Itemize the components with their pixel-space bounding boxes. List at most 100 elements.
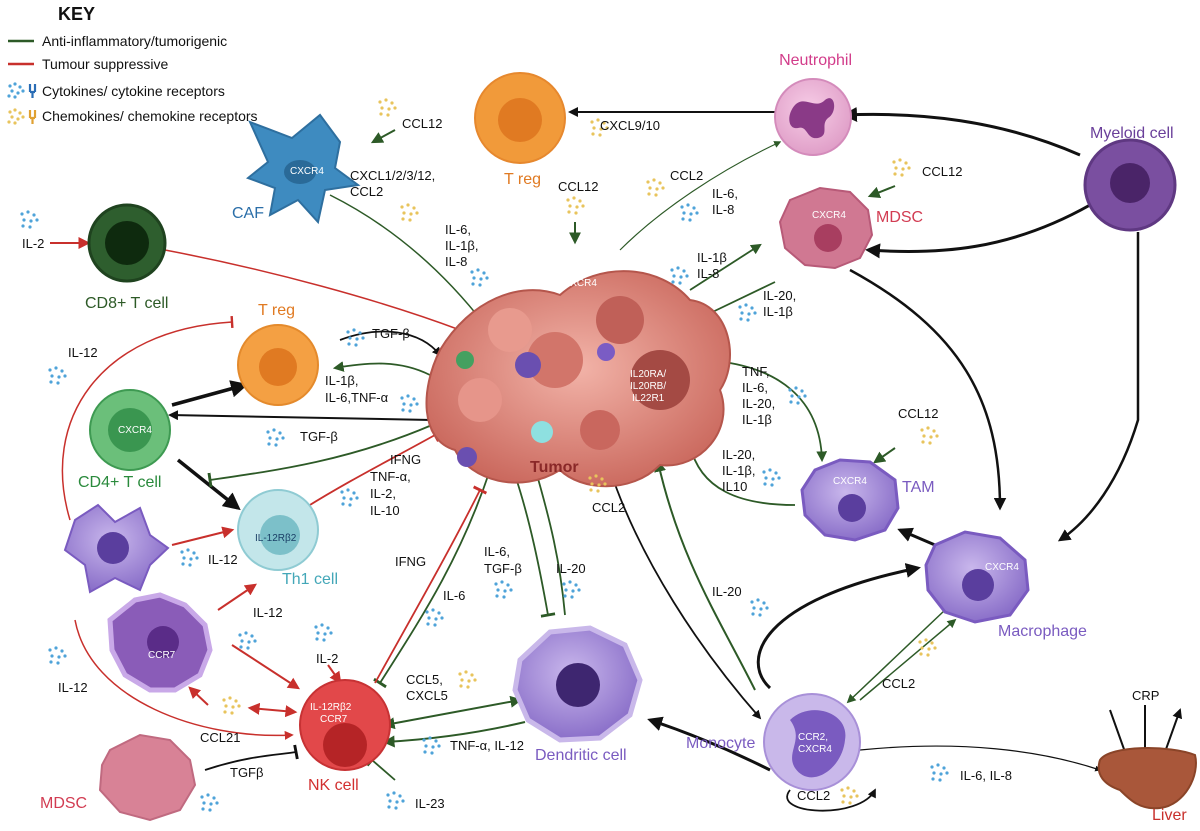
label-tnf-tam-4: IL-1β [742,412,772,427]
arrow-tumor-neutrophil [619,141,782,251]
label-il2-nk: IL-2 [316,651,338,666]
arrow-ccr7-nk [231,644,301,690]
cytokine-dots-icon [7,82,25,99]
label-il1b-treg-1: IL-1β, [325,373,359,388]
tumor-label: Tumor [530,459,579,476]
th1-cell [237,489,319,571]
label-il20-mono: IL-20 [712,584,742,599]
arrow-tumor-monocyte [609,469,762,720]
label-il12-th1: IL-12 [208,552,238,567]
label-il6-il8-liver: IL-6, IL-8 [960,768,1012,783]
label-ccl2-neut: CCL2 [670,168,703,183]
th1-label: Th1 cell [282,571,338,588]
label-ccl12-caf: CCL12 [402,116,442,131]
neutrophil-cell [774,78,852,156]
treg-left-cell [237,324,319,406]
arrow-monocyte-dendritic [647,716,771,772]
arrow-cd4-th1 [176,458,241,511]
liver-label: Liver [1152,807,1187,824]
key-item-cytokines: Cytokines/ cytokine receptors [42,83,225,99]
mdsc-right-label: MDSC [876,209,923,226]
label-il6-neut-2: IL-8 [712,202,734,217]
label-ccl5-2: CXCL5 [406,688,448,703]
cd4-receptor-label: CXCR4 [118,425,152,436]
chemokine-dots-icon [7,108,25,125]
arrow-treg-tumor-tgfb [339,330,442,357]
key-title: KEY [58,4,95,24]
key-item-tumour-suppressive: Tumour suppressive [42,56,169,72]
arrow-monocyte-macrophage [756,563,921,690]
arrow-myeloid-neutrophil [842,107,1081,157]
ccr7-cell-receptor-label: CCR7 [148,650,176,661]
label-cxcl-caf-2: CCL2 [350,184,383,199]
label-ifng-th1-1: IFNG [390,452,421,467]
label-ifng-th1-4: IL-10 [370,503,400,518]
label-ccl21: CCL21 [200,730,240,745]
cytokine-receptor-icon [28,84,37,98]
mdsc-right-receptor-label: CXCR4 [812,210,846,221]
key-item-anti-inflammatory: Anti-inflammatory/tumorigenic [42,33,227,49]
label-il20-tam-3: IL10 [722,479,747,494]
label-il6-tgfb-2: TGF-β [484,561,522,576]
tam-cell [800,458,900,542]
label-tnfa-il12: TNF-α, IL-12 [450,738,524,753]
arrow-macrophage-monocyte [846,609,946,704]
cd8-t-cell [87,203,167,283]
inhibit-tumor-dc [514,474,556,618]
arrow-tumor-mdsc [689,243,762,291]
arrow-ccl21-ccr7 [188,686,209,706]
label-cxcl9-10: CXCL9/10 [600,118,660,133]
monocyte-label: Monocyte [686,735,755,752]
macrophage-receptor-label: CXCR4 [985,562,1019,573]
label-ccl2-tumor: CCL2 [592,500,625,515]
inhibit-il23-nk [366,753,396,781]
monocyte-cell [763,693,861,791]
arrow-macrophage-tam [897,527,936,547]
tumor-receptor-il20ra: IL20RA/ [630,369,666,380]
caf-cell [245,113,361,225]
arrow-monocyte-liver [859,745,1102,772]
myeloid-label: Myeloid cell [1090,125,1174,142]
inhibit-il12-treg [61,315,234,521]
chemokine-clusters [222,98,939,805]
dendritic-cell [512,625,643,743]
label-il6-tgfb-1: IL-6, [484,544,510,559]
mdsc-bottom-cell [98,733,197,822]
label-il12-left: IL-12 [68,345,98,360]
arrow-monocyte-self-ccl2 [786,788,876,812]
dendritic-label: Dendritic cell [535,747,627,764]
arrow-nk-dc [382,695,523,730]
connectors [50,107,1180,812]
label-ccl5-1: CCL5, [406,672,443,687]
label-il1b-treg-2: IL-6,TNF-α [325,390,389,405]
tumor-receptor-il22r1: IL22R1 [632,393,665,404]
caf-label: CAF [232,205,264,222]
arrow-dc-tumor [532,465,566,616]
inhibit-th1-tumor [304,428,440,509]
mdsc-bottom-label: MDSC [40,795,87,812]
arrow-cd4-treg [171,380,249,407]
arrow-monocyte-tumor [654,459,756,691]
label-il6-caf-1: IL-6, [445,222,471,237]
monocyte-receptor-ccr2: CCR2, [798,732,828,743]
inhibit-cd8-tumor [164,249,464,337]
crp-label: CRP [1132,688,1159,703]
label-il20-dc: IL-20 [556,561,586,576]
label-ifng-th1-2: TNF-α, [370,469,411,484]
label-il20-tam-1: IL-20, [722,447,755,462]
arrow-myeloid-macrophage [1057,232,1140,542]
arrow-caf-tumor [329,194,487,327]
inhibit-tumor-nk [373,469,491,689]
cd8-label: CD8+ T cell [85,295,168,312]
arrow-ccr7-th1 [217,583,257,611]
nk-receptor-il12: IL-12Rβ2 [310,702,352,713]
label-il12-bottom: IL-12 [58,680,88,695]
arrow-tumor-treg [332,361,431,376]
ccr7-cell [107,592,213,693]
cytokine-clusters [20,203,949,812]
label-il1b-il8-1: IL-1β [697,250,727,265]
macrophage-cell [924,530,1030,624]
arrow-il2-nk [327,664,342,684]
inhibit-mdsc-nk [204,744,299,771]
arrow-mdsc-macrophage [849,268,1007,511]
